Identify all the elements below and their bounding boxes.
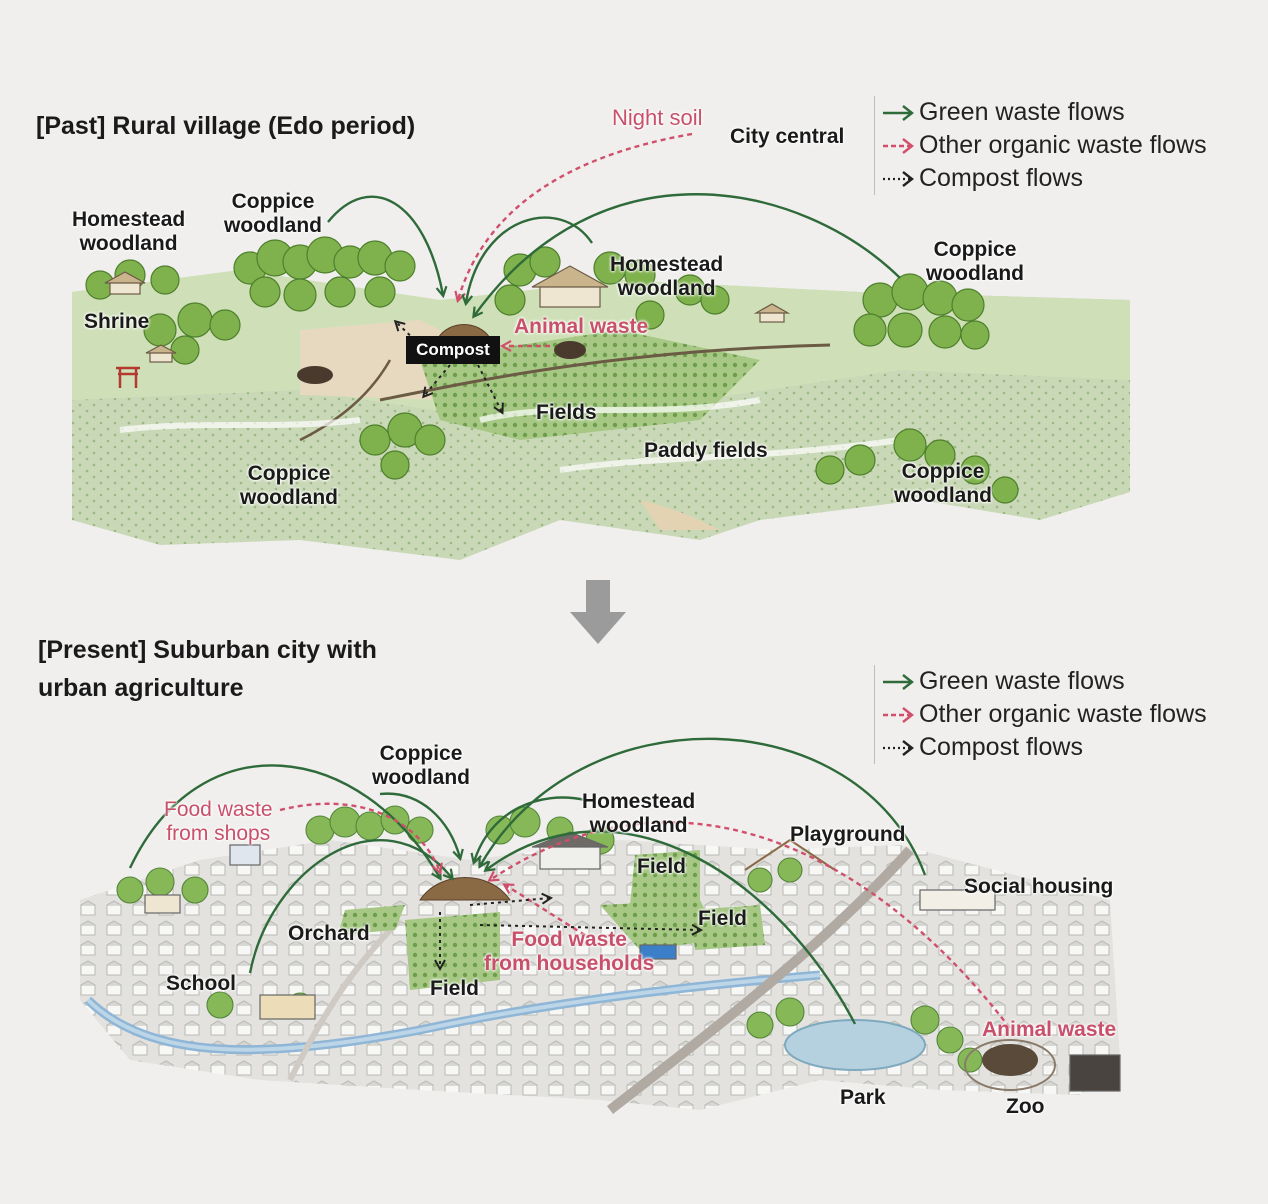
present-title-line1: [Present] Suburban city with [38, 636, 377, 664]
label-field-c: Field [430, 977, 480, 1000]
label-zoo: Zoo [1006, 1095, 1045, 1118]
compost-tag: Compost [406, 336, 500, 364]
label-field-a: Field [637, 855, 687, 878]
green-arrow-icon [883, 673, 914, 690]
legend-organic-flows: Other organic waste flows [875, 698, 1265, 731]
legend-compost-flows: Compost flows [875, 162, 1265, 195]
present-legend: Green waste flows Other organic waste fl… [874, 665, 1265, 764]
label-night-soil: Night soil [612, 105, 703, 130]
legend-organic-flows: Other organic waste flows [875, 129, 1265, 162]
label-orchard: Orchard [288, 922, 370, 945]
black-dotted-arrow-icon [883, 739, 914, 756]
pink-dashed-arrow-icon [883, 137, 914, 154]
label-fields: Fields [536, 401, 597, 424]
pink-dashed-arrow-icon [883, 706, 914, 723]
label-homestead-woodland-center: Homestead woodland [610, 253, 724, 300]
transition-arrow-icon [570, 580, 626, 644]
label-school: School [166, 972, 237, 995]
label-coppice-woodland-top: Coppice woodland [224, 190, 322, 237]
green-arrow-icon [883, 104, 914, 121]
label-coppice-woodland-right: Coppice woodland [926, 238, 1024, 285]
label-playground: Playground [790, 823, 906, 846]
label-coppice-woodland-present: Coppice woodland [372, 742, 470, 789]
label-food-waste-shops: Food waste from shops [164, 798, 273, 845]
past-legend: Green waste flows Other organic waste fl… [874, 96, 1265, 195]
label-social-housing: Social housing [964, 875, 1114, 898]
legend-organic-label: Other organic waste flows [919, 700, 1207, 728]
label-animal-waste-past: Animal waste [514, 315, 649, 338]
legend-green-label: Green waste flows [919, 98, 1125, 126]
legend-compost-flows: Compost flows [875, 731, 1265, 764]
legend-green-flows: Green waste flows [875, 665, 1265, 698]
legend-compost-label: Compost flows [919, 733, 1083, 761]
label-park: Park [840, 1086, 886, 1109]
past-flows [327, 132, 901, 412]
label-city-central: City central [730, 125, 845, 148]
label-shrine: Shrine [84, 310, 150, 333]
label-homestead-woodland-present: Homestead woodland [582, 790, 696, 837]
label-coppice-woodland-bottom-left: Coppice woodland [240, 462, 338, 509]
legend-compost-label: Compost flows [919, 164, 1083, 192]
present-title-line2: urban agriculture [38, 674, 244, 702]
label-coppice-woodland-bottom-right: Coppice woodland [894, 460, 992, 507]
legend-organic-label: Other organic waste flows [919, 131, 1207, 159]
present-flows [128, 737, 1016, 1036]
past-title: [Past] Rural village (Edo period) [36, 112, 416, 140]
past-landscape [72, 236, 1130, 560]
label-paddy-fields: Paddy fields [644, 439, 768, 462]
label-homestead-woodland-left: Homestead woodland [72, 208, 186, 255]
legend-green-label: Green waste flows [919, 667, 1125, 695]
label-food-waste-households: Food waste from households [484, 928, 655, 975]
present-landscape [80, 805, 1121, 1114]
legend-green-flows: Green waste flows [875, 96, 1265, 129]
label-field-b: Field [698, 907, 748, 930]
black-dotted-arrow-icon [883, 170, 914, 187]
label-animal-waste-present: Animal waste [982, 1018, 1117, 1041]
